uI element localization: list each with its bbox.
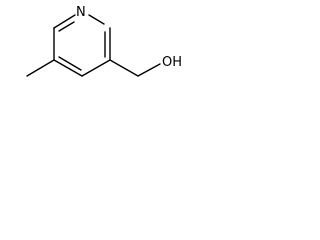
bond-c3-c4 <box>81 59 111 77</box>
bond-ch2-o <box>137 63 161 77</box>
double-bond-inner-c6-n <box>58 21 75 32</box>
bond-c6-n <box>53 14 76 29</box>
nitrogen-label: N <box>76 5 86 20</box>
structure-diagram: N OH <box>26 5 182 77</box>
hydroxyl-label: OH <box>162 55 182 70</box>
bond-c4-c5 <box>53 59 83 77</box>
double-bond-inner-c4-c5 <box>58 56 82 71</box>
bond-n-c2 <box>88 14 105 25</box>
bond-methyl <box>26 59 55 77</box>
bond-ch2 <box>109 59 139 77</box>
